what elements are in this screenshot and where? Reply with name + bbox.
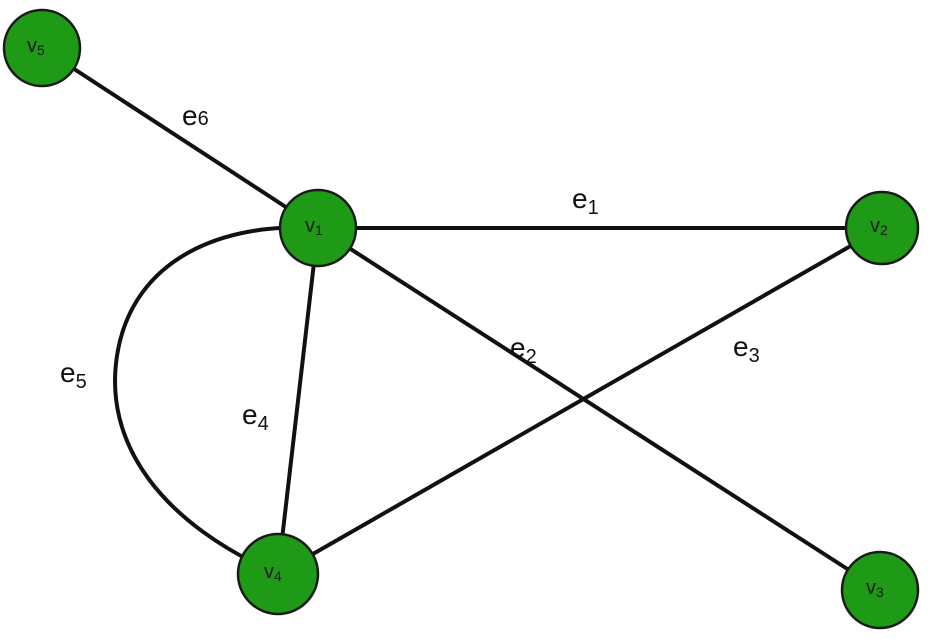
- node-v4-circle: [236, 532, 320, 616]
- edge-label-e6: e6: [182, 100, 209, 131]
- edge-e6: [40, 46, 320, 230]
- edge-labels: e6 e1 e2 e3 e4 e5: [60, 100, 760, 435]
- node-v4-label: v4: [264, 561, 282, 584]
- edges: [40, 46, 884, 592]
- edge-label-e5: e5: [60, 357, 87, 393]
- node-v4: v4: [236, 532, 320, 616]
- node-v3-circle: [840, 550, 920, 630]
- edge-e5: [113, 225, 320, 576]
- node-v2: v2: [844, 190, 920, 266]
- node-v1-label: v1: [305, 215, 323, 238]
- node-v5-circle: [2, 8, 82, 88]
- edge-e4: [276, 226, 320, 576]
- node-v3-label: v3: [866, 577, 884, 600]
- edge-e2: [316, 226, 882, 592]
- edge-label-e2: e2: [510, 332, 537, 368]
- node-v1: v1: [278, 188, 358, 268]
- node-v5: v5: [2, 8, 82, 88]
- node-v2-label: v2: [870, 215, 888, 238]
- edge-label-e4: e4: [242, 399, 269, 435]
- node-v2-circle: [844, 190, 920, 266]
- edge-e3: [276, 226, 884, 576]
- node-v3: v3: [840, 550, 920, 630]
- node-v1-circle: [278, 188, 358, 268]
- edge-label-e1: e1: [572, 183, 599, 219]
- node-v5-label: v5: [27, 35, 45, 58]
- edge-label-e3: e3: [733, 331, 760, 367]
- nodes: v5 v1 v2 v4 v3: [2, 8, 920, 630]
